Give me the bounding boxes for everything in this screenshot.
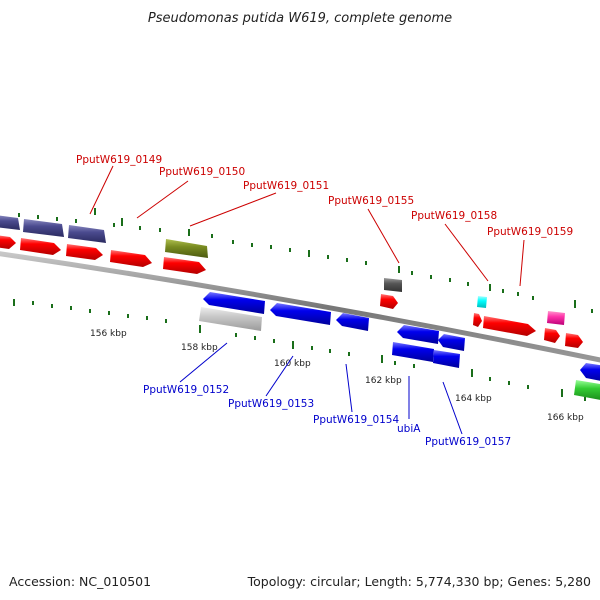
cds-forward-0159[interactable] [544, 328, 560, 343]
gene-label-0150[interactable]: PputW619_0150 [159, 166, 245, 178]
cds-reverse-0157b[interactable] [433, 350, 460, 368]
gene-label-0154[interactable]: PputW619_0154 [313, 414, 399, 426]
reverse-leader-lines [179, 342, 463, 435]
forward-cds-row[interactable] [0, 235, 583, 348]
cds-reverse-0157a[interactable] [392, 342, 434, 362]
cds-forward-e[interactable] [163, 257, 206, 274]
scale-label-160: 160 kbp [274, 359, 311, 369]
gene-label-0153[interactable]: PputW619_0153 [228, 398, 314, 410]
cds-reverse-0156[interactable] [438, 334, 465, 351]
gene-label-0155[interactable]: PputW619_0155 [328, 195, 414, 207]
cds-forward-b[interactable] [20, 238, 61, 255]
gene-magenta-0159[interactable] [547, 311, 565, 325]
cds-forward-0158-small[interactable] [473, 313, 482, 327]
gene-olive-0151[interactable] [165, 239, 208, 258]
forward-gene-row-outer[interactable] [0, 215, 208, 258]
gene-label-0158[interactable]: PputW619_0158 [411, 210, 497, 222]
gene-label-0152[interactable]: PputW619_0152 [143, 384, 229, 396]
scale-label-156: 156 kbp [90, 329, 127, 339]
gene-label-0159[interactable]: PputW619_0159 [487, 226, 573, 238]
cds-reverse-ubiA[interactable] [397, 325, 439, 344]
gene-label-0157[interactable]: PputW619_0157 [425, 436, 511, 448]
gene-cyan-0158[interactable] [477, 296, 487, 308]
gene-label-0149[interactable]: PputW619_0149 [76, 154, 162, 166]
accession-text: Accession: NC_010501 [9, 574, 151, 589]
cds-forward-c[interactable] [66, 244, 103, 260]
gene-purple-0149[interactable] [23, 219, 64, 237]
reverse-cds-row[interactable] [203, 292, 600, 382]
map-title: Pseudomonas putida W619, complete genome [148, 11, 452, 26]
cds-reverse-0153[interactable] [270, 303, 331, 325]
genome-backbone [0, 251, 600, 363]
scale-label-164: 164 kbp [455, 394, 492, 404]
scale-label-166: 166 kbp [547, 413, 584, 423]
cds-forward-d[interactable] [110, 250, 152, 267]
cds-reverse-0154[interactable] [336, 313, 369, 331]
cds-forward-0155[interactable] [380, 294, 398, 309]
scale-label-158: 158 kbp [181, 343, 218, 353]
cds-forward-0158[interactable] [483, 316, 536, 336]
forward-leader-lines [89, 165, 525, 287]
gene-label-0151[interactable]: PputW619_0151 [243, 180, 329, 192]
gene-gray-0155[interactable] [384, 278, 402, 292]
genome-summary-text: Topology: circular; Length: 5,774,330 bp… [247, 574, 591, 589]
gene-purple-0148[interactable] [0, 215, 20, 230]
forward-tick-marks [18, 208, 593, 313]
gene-lightgray-0152[interactable] [199, 307, 262, 331]
cds-forward-a[interactable] [0, 235, 16, 249]
cds-reverse-0152[interactable] [203, 292, 265, 314]
gene-purple-0150[interactable] [68, 225, 106, 243]
gene-green-0162[interactable] [574, 380, 600, 401]
reverse-tick-marks [13, 299, 586, 401]
scale-label-162: 162 kbp [365, 376, 402, 386]
cds-forward-0160[interactable] [565, 333, 583, 348]
gene-label-ubiA[interactable]: ubiA [397, 423, 421, 435]
cds-reverse-0161[interactable] [580, 363, 600, 382]
